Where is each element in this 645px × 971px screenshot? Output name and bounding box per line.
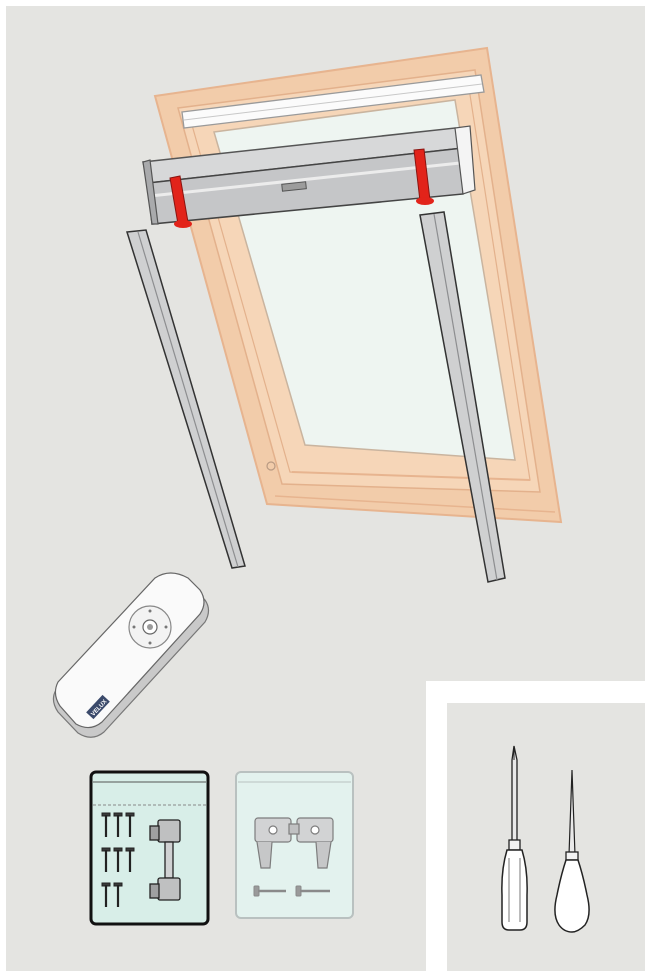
awl-icon — [555, 770, 589, 932]
remote-control-icon: VELUX — [53, 573, 208, 737]
skylight-window-icon — [155, 48, 561, 522]
screwdriver-icon — [502, 746, 527, 930]
bracket-bag-icon — [236, 772, 353, 918]
screw-bag-icon — [91, 772, 208, 924]
